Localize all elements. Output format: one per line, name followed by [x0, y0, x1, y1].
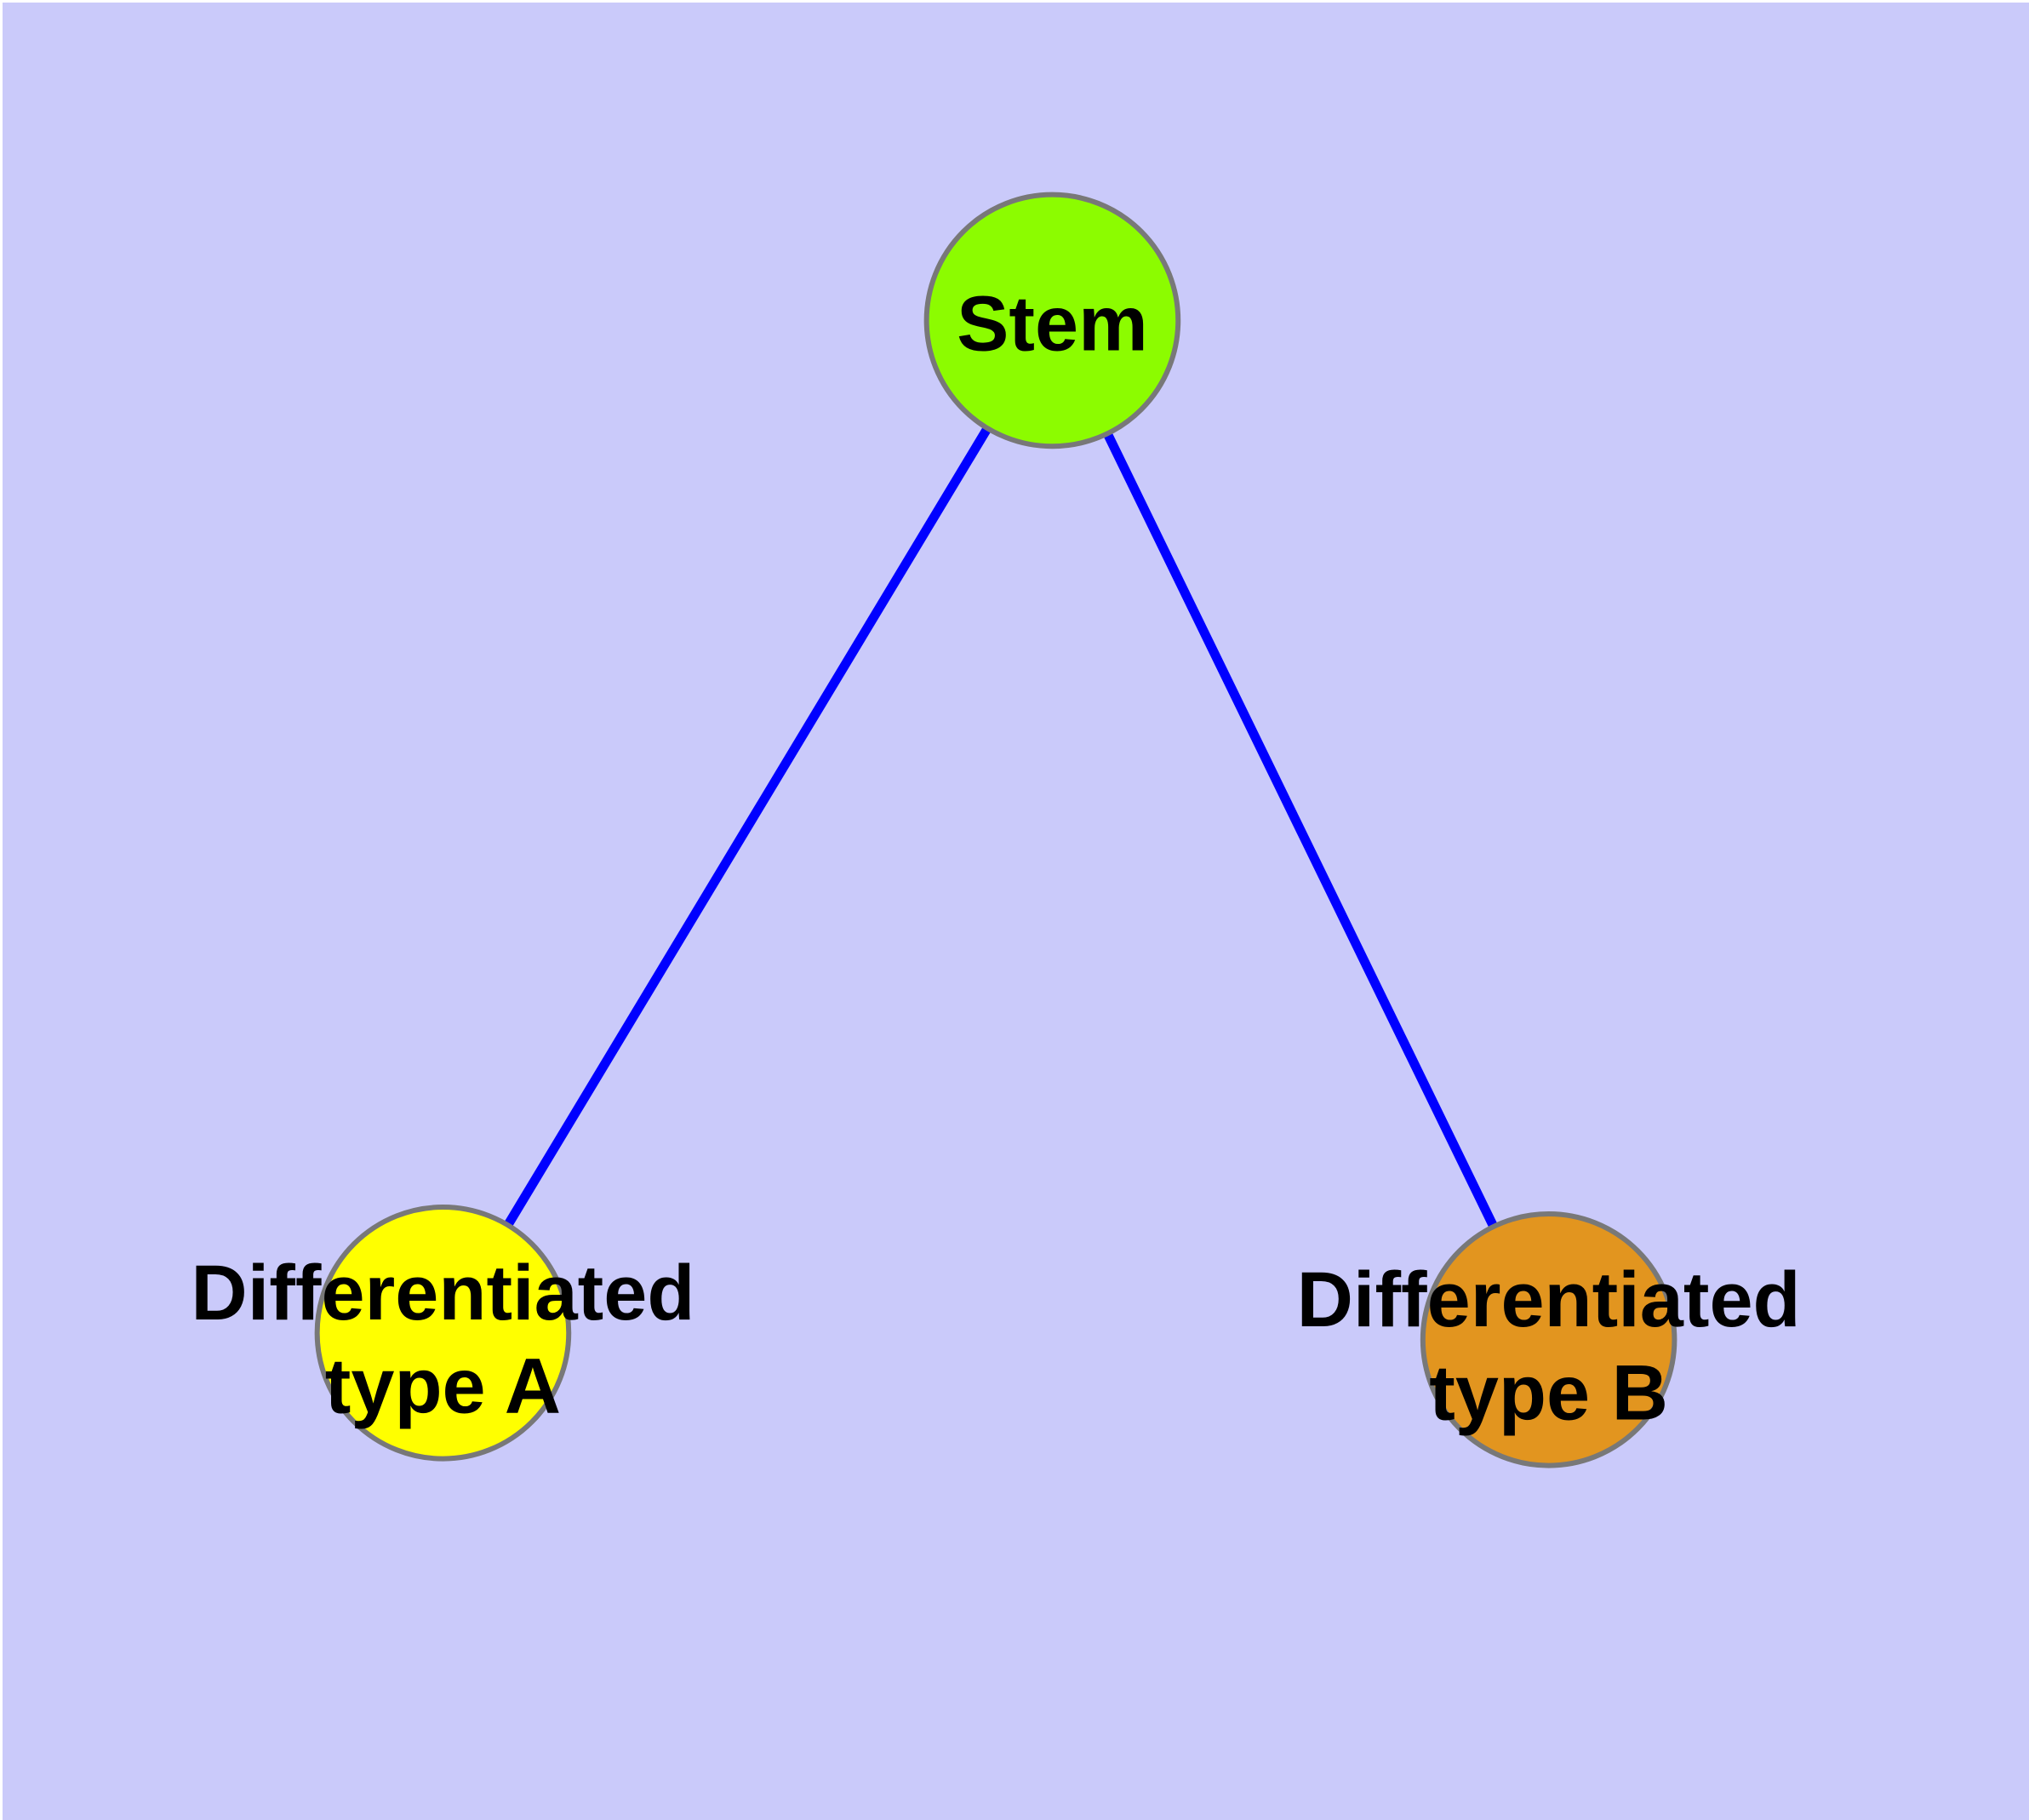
edge-stem-to-type-b — [1048, 318, 1553, 1342]
node-type-b-label-line2: type B — [1429, 1350, 1668, 1437]
edge-stem-to-type-a — [438, 318, 1057, 1336]
node-stem-label: Stem — [957, 280, 1148, 367]
node-type-b-label-line1: Differentiated — [1297, 1256, 1801, 1343]
stem-cell-lineage-graph: .node { stroke: #787878; } Stem Differen… — [3, 3, 2029, 1820]
node-type-a-label-line2: type A — [325, 1343, 561, 1430]
node-type-a-label-line1: Differentiated — [191, 1250, 694, 1336]
node-differentiated-type-a — [314, 1205, 572, 1462]
node-differentiated-type-b — [1420, 1211, 1677, 1468]
node-stem — [923, 192, 1181, 449]
